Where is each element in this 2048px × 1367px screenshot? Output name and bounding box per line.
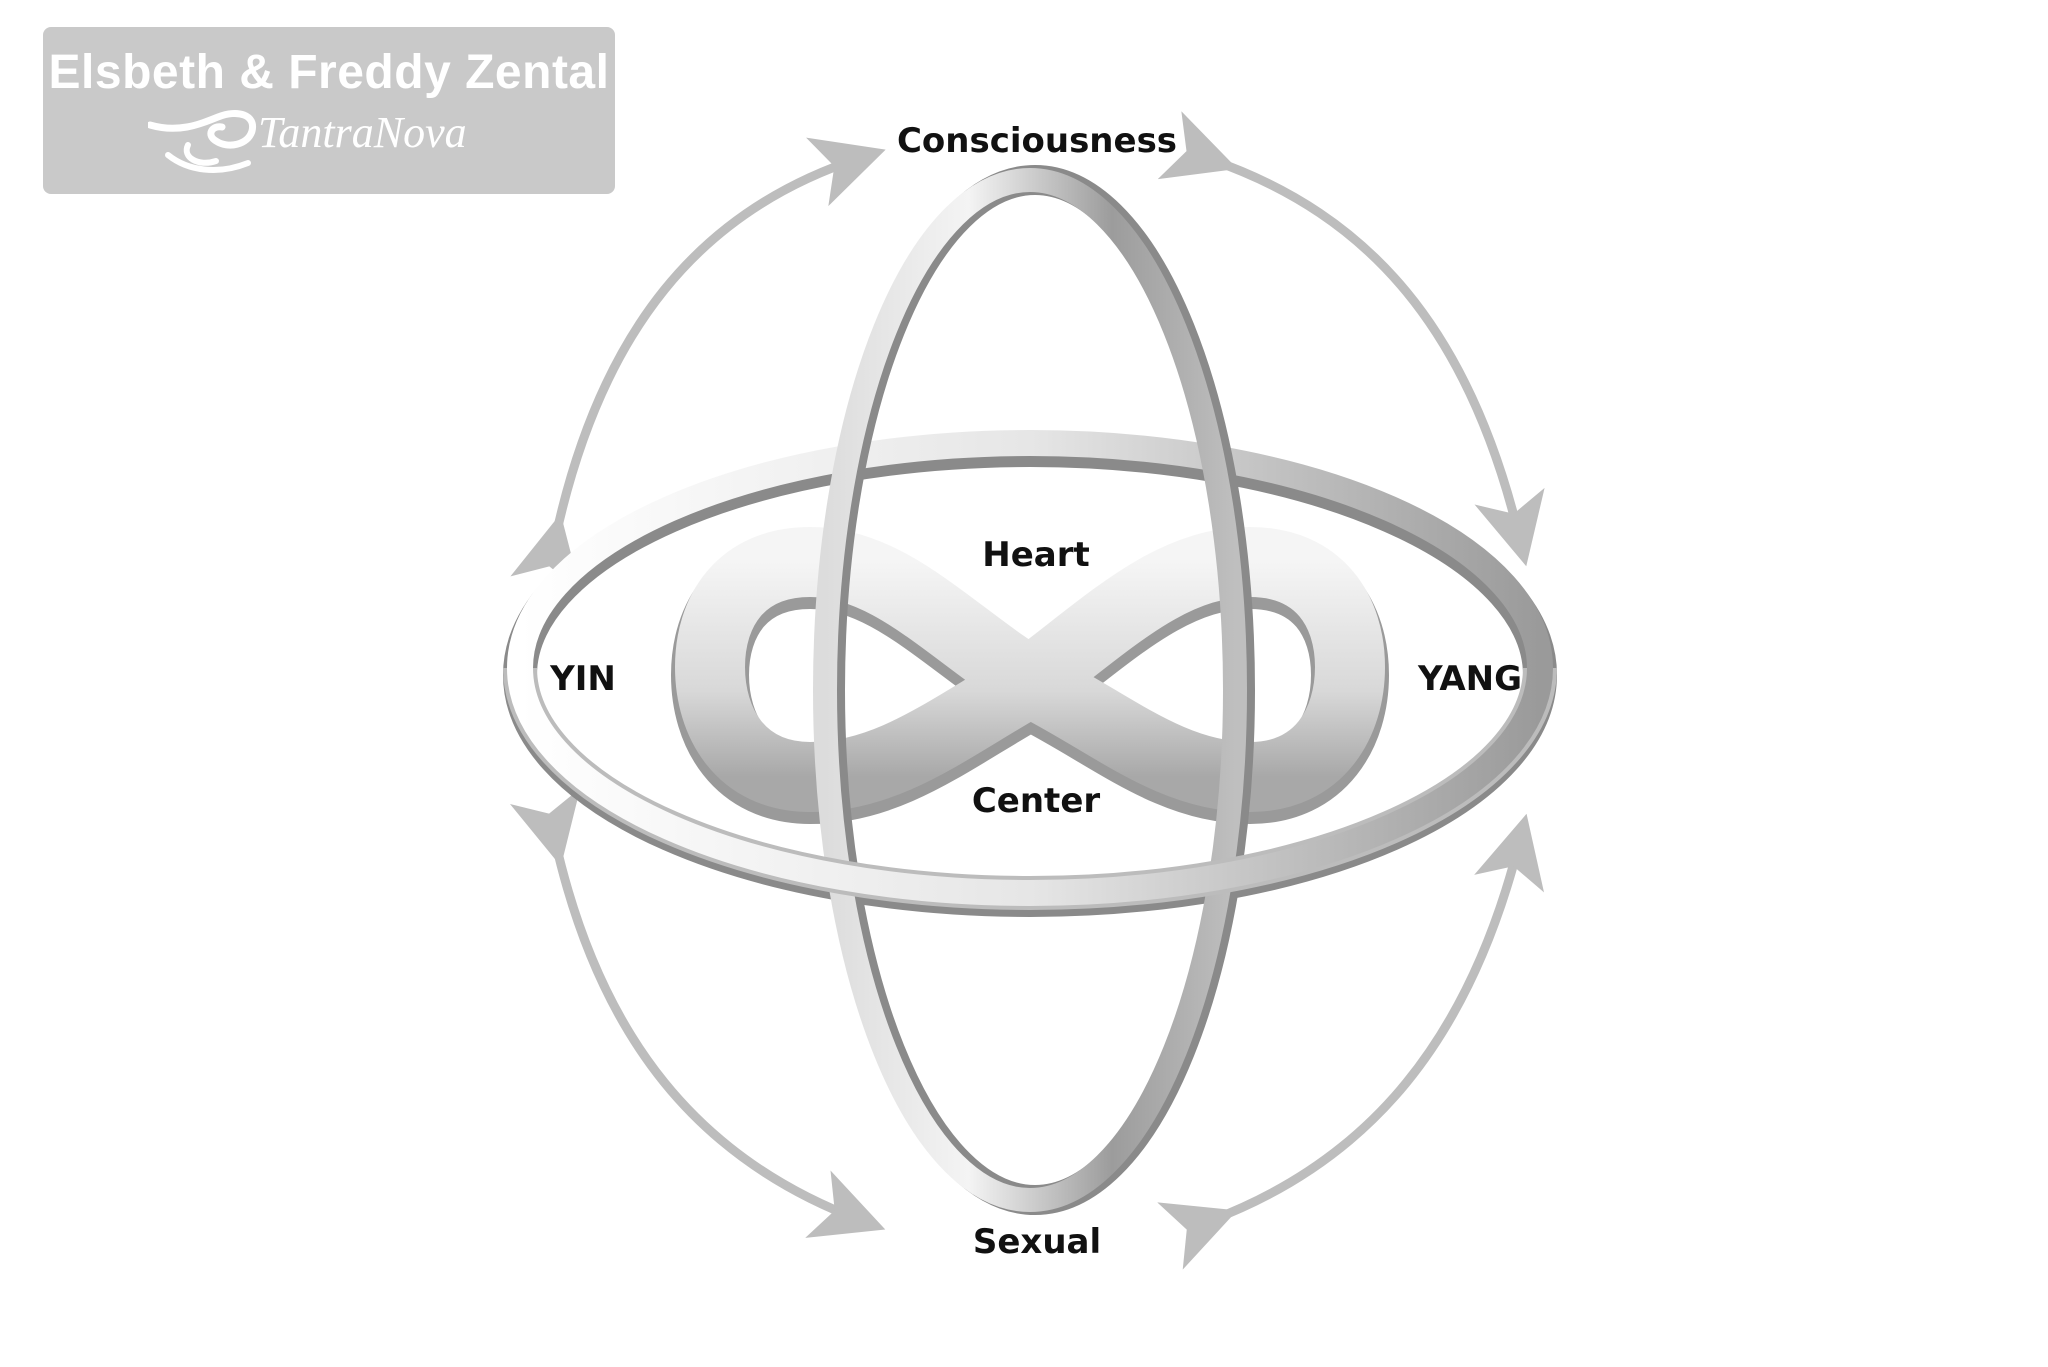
- vertical-ring: [813, 165, 1255, 1215]
- arrow-top-left: [510, 137, 886, 592]
- swirl-logo-icon: [146, 110, 256, 173]
- brand-logo-text: TantraNova: [258, 108, 467, 157]
- arrow-bottom-left: [509, 788, 886, 1238]
- infinity-loop: [671, 527, 1389, 824]
- arrow-bottom-right: [1157, 813, 1544, 1270]
- label-center: Center: [972, 781, 1101, 821]
- brand-title: Elsbeth & Freddy Zental: [48, 46, 610, 99]
- label-consciousness: Consciousness: [897, 121, 1177, 161]
- tantranova-logo: TantraNova: [146, 105, 508, 185]
- label-sexual: Sexual: [973, 1222, 1101, 1262]
- label-heart: Heart: [982, 535, 1089, 575]
- horizontal-ring-front: [503, 667, 1557, 910]
- label-yin: YIN: [549, 659, 616, 699]
- arrow-top-right: [1157, 111, 1545, 567]
- brand-watermark: Elsbeth & Freddy Zental TantraNova: [43, 27, 615, 194]
- label-yang: YANG: [1417, 659, 1522, 699]
